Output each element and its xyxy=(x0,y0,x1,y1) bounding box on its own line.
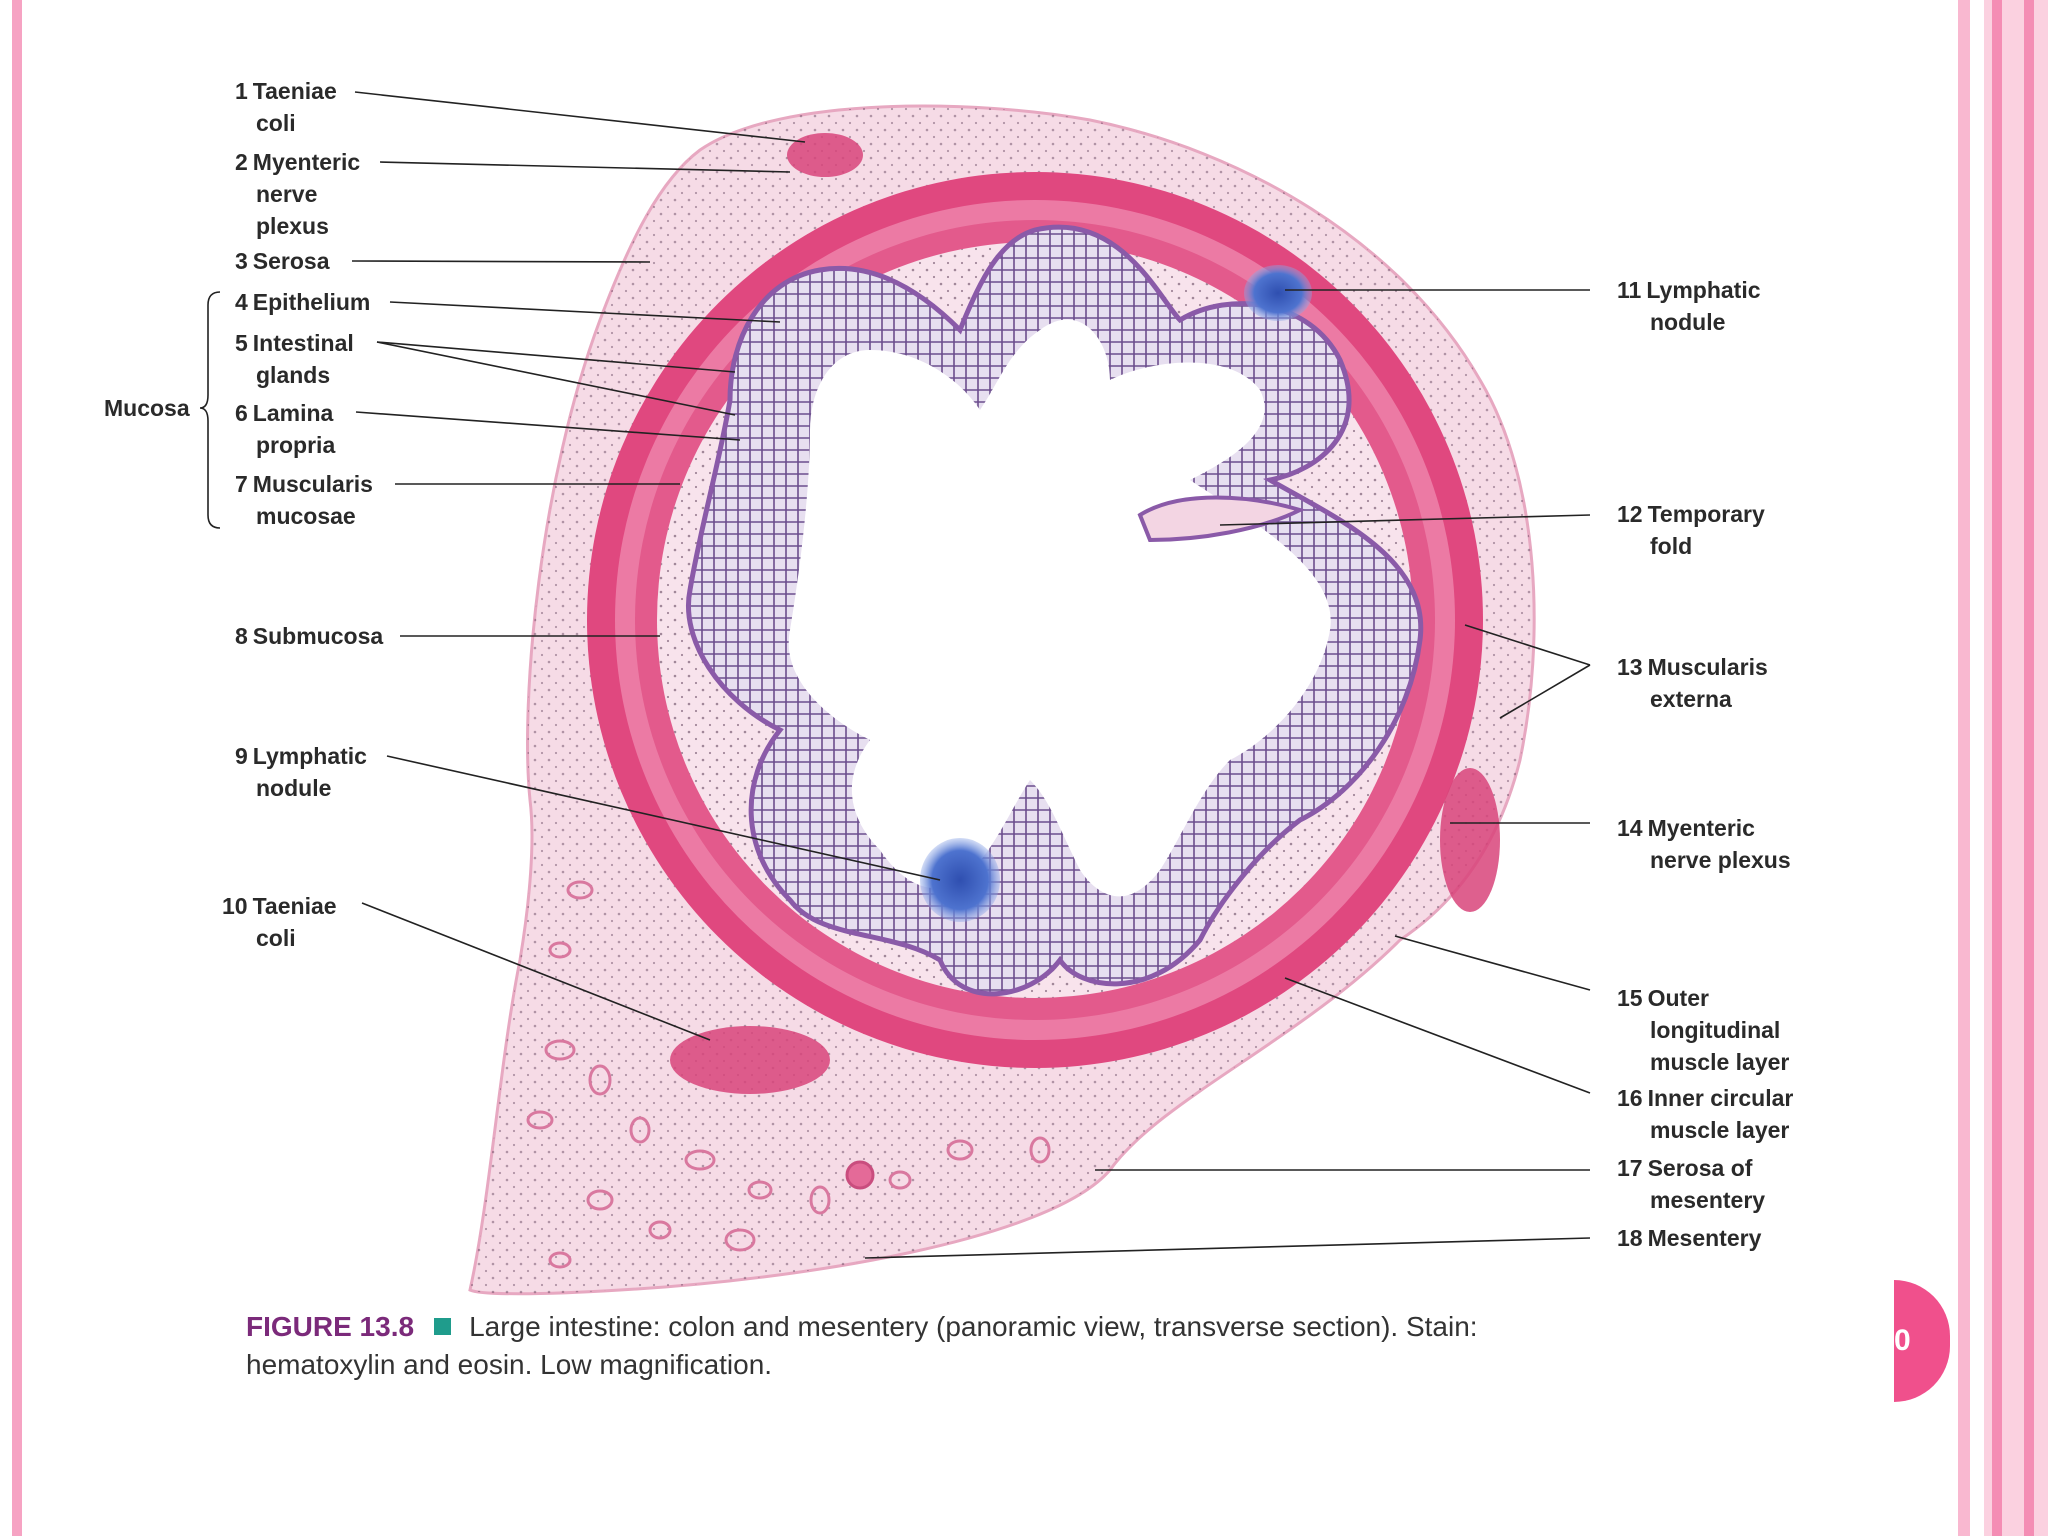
caption-line-2: hematoxylin and eosin. Low magnification… xyxy=(246,1349,773,1380)
taeniae-coli-bottom xyxy=(670,1026,830,1094)
caption-square-icon xyxy=(434,1318,452,1335)
lumen xyxy=(788,319,1331,897)
slide-left-border xyxy=(12,0,22,1536)
slide-right-border xyxy=(1958,0,1970,1536)
caption-line-1: Large intestine: colon and mesentery (pa… xyxy=(469,1311,1478,1342)
figure-number: FIGURE 13.8 xyxy=(246,1311,415,1342)
mesentery-vessels xyxy=(526,880,1051,1269)
lymphatic-nodule-lower xyxy=(920,838,1000,922)
page-number: 0 xyxy=(1894,1324,1911,1357)
figure-caption: FIGURE 13.8 Large intestine: colon and me… xyxy=(246,1308,1626,1384)
slide-right-border-stripe xyxy=(2024,0,2034,1536)
slide-right-border-stripe xyxy=(1992,0,2002,1536)
mucosa-bracket xyxy=(199,291,221,529)
lymphatic-nodule-upper xyxy=(1244,265,1312,321)
taeniae-coli-top xyxy=(787,133,863,177)
taeniae-coli-right xyxy=(1440,768,1500,912)
leader-lines xyxy=(351,91,1591,1259)
temporary-fold xyxy=(1137,495,1306,543)
mucosa-label: Mucosa xyxy=(104,395,190,421)
